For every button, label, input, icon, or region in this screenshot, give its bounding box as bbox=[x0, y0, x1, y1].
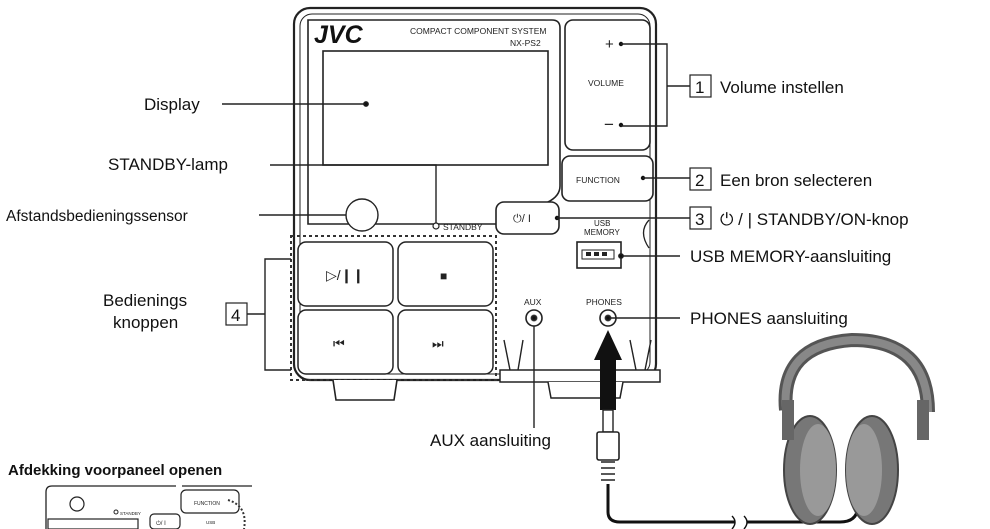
model-line-2: NX-PS2 bbox=[510, 38, 541, 48]
inset-title: Afdekking voorpaneel openen bbox=[8, 462, 222, 479]
previous-button[interactable] bbox=[297, 309, 394, 375]
volume-panel[interactable] bbox=[564, 19, 651, 151]
volume-minus-sign: − bbox=[604, 115, 614, 134]
power-label: ⏻ / | STANDBY/ON-knop bbox=[720, 210, 909, 229]
inset-standby-label: STANDBY bbox=[120, 511, 141, 516]
function-button-label: FUNCTION bbox=[576, 175, 620, 185]
usb-port-label-1: USB bbox=[594, 219, 610, 228]
next-button[interactable] bbox=[397, 309, 494, 375]
phones-label: PHONES aansluiting bbox=[690, 309, 848, 328]
remote-sensor bbox=[345, 198, 379, 232]
volume-panel-label: VOLUME bbox=[588, 78, 624, 88]
play-pause-symbol: ▷/❙❙ bbox=[326, 267, 364, 284]
usb-port-label-2: MEMORY bbox=[584, 228, 621, 237]
left-foot bbox=[332, 379, 398, 401]
device-body: STANDBY + VOLUME − FUNCTION ⏻/ I USB MEM… bbox=[290, 6, 661, 401]
phones-port-label: PHONES bbox=[586, 297, 622, 307]
aux-label: AUX aansluiting bbox=[430, 431, 551, 450]
function-label: Een bron selecteren bbox=[720, 171, 872, 190]
standby-lamp bbox=[432, 222, 440, 230]
callout-lines bbox=[222, 43, 690, 428]
previous-symbol: ⏮ bbox=[333, 336, 345, 351]
standby-panel-label: STANDBY bbox=[443, 222, 483, 232]
callout-number-boxes: 1 2 3 4 bbox=[225, 74, 712, 326]
next-symbol: ⏭ bbox=[432, 336, 444, 351]
model-line-1: COMPACT COMPONENT SYSTEM bbox=[410, 26, 547, 36]
cover-inset: Afdekking voorpaneel openen STANDBY FUNC… bbox=[8, 462, 252, 529]
inset-function-label: FUNCTION bbox=[194, 501, 220, 507]
inset-usb-label: USB bbox=[206, 520, 215, 525]
controls-callout-number: 4 bbox=[231, 306, 240, 325]
controls-label-line2: knoppen bbox=[113, 313, 178, 332]
insert-arrow bbox=[594, 330, 622, 410]
volume-callout-number: 1 bbox=[695, 78, 704, 97]
volume-plus-sign: + bbox=[605, 36, 614, 53]
standby-lamp-label: STANDBY-lamp bbox=[108, 155, 228, 174]
display-label: Display bbox=[144, 95, 200, 114]
inset-power-label: ⏻/ I bbox=[156, 520, 166, 527]
brand-logo: JVC bbox=[314, 21, 364, 49]
power-callout-number: 3 bbox=[695, 210, 704, 229]
usb-label: USB MEMORY-aansluiting bbox=[690, 247, 891, 266]
controls-label-line1: Bedienings bbox=[103, 291, 187, 310]
remote-sensor-label: Afstandsbedieningssensor bbox=[6, 208, 188, 225]
function-callout-number: 2 bbox=[695, 171, 704, 190]
display-screen bbox=[322, 50, 549, 166]
aux-port-label: AUX bbox=[524, 297, 542, 307]
headphones-illustration bbox=[594, 330, 935, 529]
volume-label: Volume instellen bbox=[720, 78, 844, 97]
callout-labels: Display STANDBY-lamp Afstandsbedieningss… bbox=[6, 78, 909, 450]
stop-symbol: ■ bbox=[440, 269, 447, 283]
play-pause-button[interactable] bbox=[297, 241, 394, 307]
stop-button[interactable] bbox=[397, 241, 494, 307]
power-button-label: ⏻/ I bbox=[513, 213, 531, 225]
